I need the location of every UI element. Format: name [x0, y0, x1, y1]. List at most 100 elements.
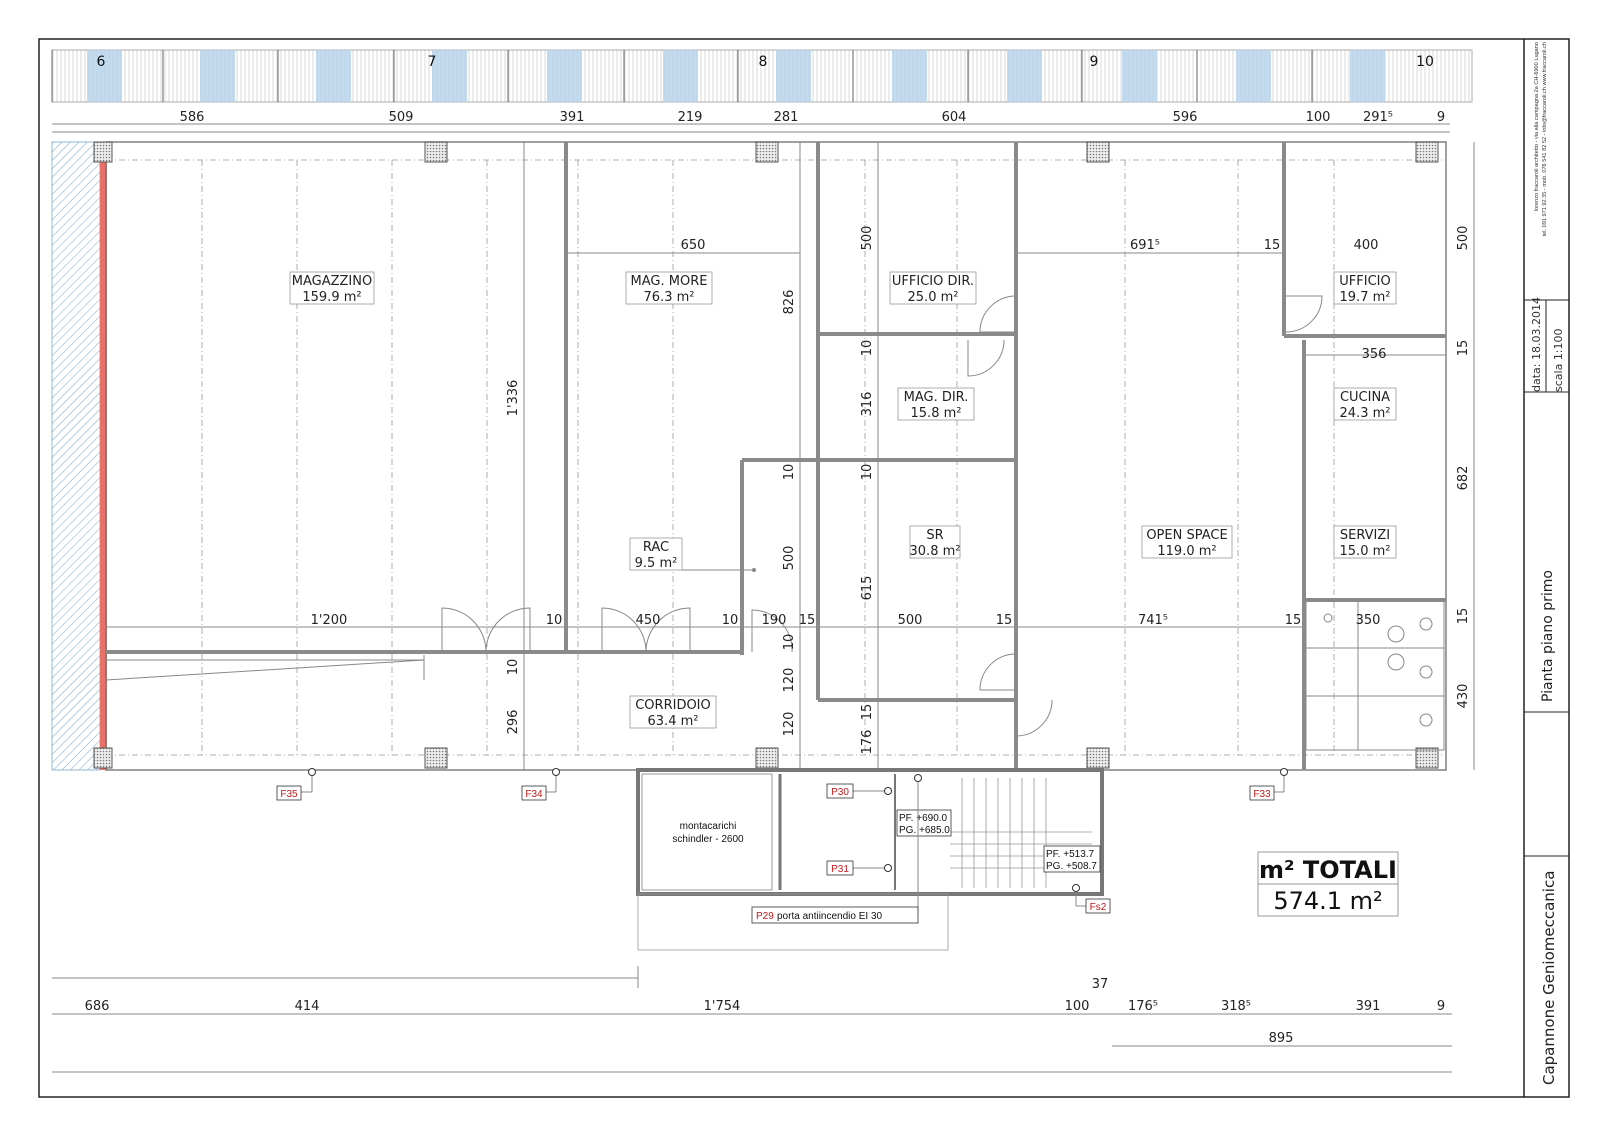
- svg-text:30.8 m²: 30.8 m²: [910, 544, 961, 559]
- svg-text:MAG. DIR.: MAG. DIR.: [904, 390, 969, 405]
- facade-strip: [51, 49, 1473, 103]
- grid-axis-label: 10: [1416, 54, 1434, 70]
- svg-text:586: 586: [180, 110, 205, 125]
- svg-text:15.0 m²: 15.0 m²: [1340, 544, 1391, 559]
- svg-text:500: 500: [898, 613, 923, 628]
- svg-text:826: 826: [782, 290, 797, 315]
- room-labels: MAGAZZINO 159.9 m² MAG. MORE 76.3 m² UFF…: [289, 271, 1397, 729]
- svg-text:9: 9: [1437, 999, 1445, 1014]
- room-ufficio-dir: UFFICIO DIR. 25.0 m²: [889, 271, 977, 305]
- grid-axis-label: 7: [428, 54, 437, 70]
- room-servizi: SERVIZI 15.0 m²: [1333, 525, 1397, 559]
- svg-text:450: 450: [636, 613, 661, 628]
- svg-text:PG. +508.7: PG. +508.7: [1046, 861, 1097, 872]
- svg-text:650: 650: [681, 238, 706, 253]
- grid-axis-label: 6: [97, 54, 106, 70]
- svg-text:500: 500: [1456, 226, 1471, 251]
- svg-text:281: 281: [774, 110, 799, 125]
- structural-columns: [93, 141, 1439, 769]
- svg-text:37: 37: [1092, 977, 1109, 992]
- grid-axis-label: 8: [759, 54, 768, 70]
- interior-walls: [106, 142, 1446, 770]
- svg-text:574.1 m²: 574.1 m²: [1273, 887, 1382, 915]
- svg-text:PG. +685.0: PG. +685.0: [899, 825, 950, 836]
- svg-text:9: 9: [1437, 110, 1445, 125]
- svg-text:MAG. MORE: MAG. MORE: [631, 274, 708, 289]
- svg-text:318⁵: 318⁵: [1221, 999, 1251, 1014]
- vertical-dimensions: 1'336 826 10 500 10 120 120 500 10 316 1…: [506, 142, 879, 770]
- svg-text:MAGAZZINO: MAGAZZINO: [292, 274, 372, 289]
- svg-text:tel. 091 971 92 35 - mob. 076: tel. 091 971 92 35 - mob. 076 541 82 52 …: [1542, 42, 1548, 236]
- svg-text:10: 10: [860, 464, 875, 481]
- building-outline: [105, 141, 1447, 771]
- svg-text:15: 15: [1285, 613, 1302, 628]
- svg-text:UFFICIO DIR.: UFFICIO DIR.: [892, 274, 974, 289]
- svg-text:1'754: 1'754: [704, 999, 741, 1014]
- svg-text:schindler - 2600: schindler - 2600: [672, 834, 744, 845]
- svg-text:291⁵: 291⁵: [1363, 110, 1393, 125]
- svg-text:F33: F33: [1253, 789, 1271, 800]
- room-mag-more: MAG. MORE 76.3 m²: [625, 271, 713, 305]
- stair-lift-block: montacarichi schindler - 2600 P30 P31 PF…: [636, 768, 1111, 951]
- svg-text:219: 219: [678, 110, 703, 125]
- svg-text:100: 100: [1065, 999, 1090, 1014]
- title-block: lorenzo fraccaroli architetto - via alla…: [1524, 42, 1569, 1085]
- svg-text:500: 500: [860, 226, 875, 251]
- svg-text:RAC: RAC: [643, 540, 669, 555]
- svg-text:Capannone Geniomeccanica: Capannone Geniomeccanica: [1540, 871, 1558, 1085]
- svg-text:686: 686: [85, 999, 110, 1014]
- svg-text:CUCINA: CUCINA: [1340, 390, 1390, 405]
- svg-text:PF. +513.7: PF. +513.7: [1046, 849, 1095, 860]
- svg-text:400: 400: [1354, 238, 1379, 253]
- svg-text:OPEN SPACE: OPEN SPACE: [1146, 528, 1227, 543]
- svg-text:F34: F34: [525, 789, 543, 800]
- room-rac: RAC 9.5 m²: [629, 537, 756, 572]
- svg-text:391: 391: [560, 110, 585, 125]
- svg-text:509: 509: [389, 110, 414, 125]
- svg-text:604: 604: [942, 110, 967, 125]
- svg-text:316: 316: [860, 392, 875, 417]
- svg-text:19.7 m²: 19.7 m²: [1340, 290, 1391, 305]
- svg-text:159.9 m²: 159.9 m²: [302, 290, 361, 305]
- svg-text:63.4 m²: 63.4 m²: [648, 714, 699, 729]
- svg-text:PF. +690.0: PF. +690.0: [899, 813, 948, 824]
- svg-text:15: 15: [1456, 340, 1471, 357]
- room-mag-dir: MAG. DIR. 15.8 m²: [897, 387, 975, 421]
- svg-text:data: 18.03.2014: data: 18.03.2014: [1530, 297, 1543, 392]
- svg-text:10: 10: [506, 659, 521, 676]
- room-magazzino: MAGAZZINO 159.9 m²: [289, 271, 375, 305]
- svg-text:15: 15: [860, 704, 875, 721]
- svg-text:120: 120: [782, 668, 797, 693]
- svg-text:895: 895: [1269, 1031, 1294, 1046]
- svg-text:scala 1:100: scala 1:100: [1552, 328, 1565, 392]
- svg-text:P30: P30: [831, 787, 849, 798]
- svg-text:Fs2: Fs2: [1090, 902, 1107, 913]
- svg-text:9.5 m²: 9.5 m²: [635, 556, 678, 571]
- svg-text:296: 296: [506, 710, 521, 735]
- svg-text:350: 350: [1356, 613, 1381, 628]
- svg-text:356: 356: [1362, 347, 1387, 362]
- svg-text:10: 10: [782, 464, 797, 481]
- svg-text:P31: P31: [831, 864, 849, 875]
- room-ufficio: UFFICIO 19.7 m²: [1333, 271, 1397, 305]
- svg-text:15: 15: [799, 613, 816, 628]
- svg-text:10: 10: [782, 634, 797, 651]
- room-sr: SR 30.8 m²: [910, 525, 961, 559]
- svg-text:1'336: 1'336: [506, 380, 521, 417]
- svg-text:15: 15: [996, 613, 1013, 628]
- svg-text:119.0 m²: 119.0 m²: [1157, 544, 1216, 559]
- svg-text:10: 10: [722, 613, 739, 628]
- svg-text:741⁵: 741⁵: [1138, 613, 1168, 628]
- svg-text:430: 430: [1456, 684, 1471, 709]
- window-tags: F35 F34 F33: [276, 768, 1288, 801]
- svg-text:15: 15: [1264, 238, 1281, 253]
- svg-text:10: 10: [860, 340, 875, 357]
- svg-text:24.3 m²: 24.3 m²: [1340, 406, 1391, 421]
- svg-text:1'200: 1'200: [311, 613, 348, 628]
- svg-text:m² TOTALI: m² TOTALI: [1259, 856, 1397, 884]
- svg-text:25.0 m²: 25.0 m²: [908, 290, 959, 305]
- toilets: [1305, 599, 1445, 751]
- right-dimensions: 500 15 682 15 430: [1456, 142, 1475, 770]
- svg-text:Pianta piano primo: Pianta piano primo: [1540, 570, 1556, 702]
